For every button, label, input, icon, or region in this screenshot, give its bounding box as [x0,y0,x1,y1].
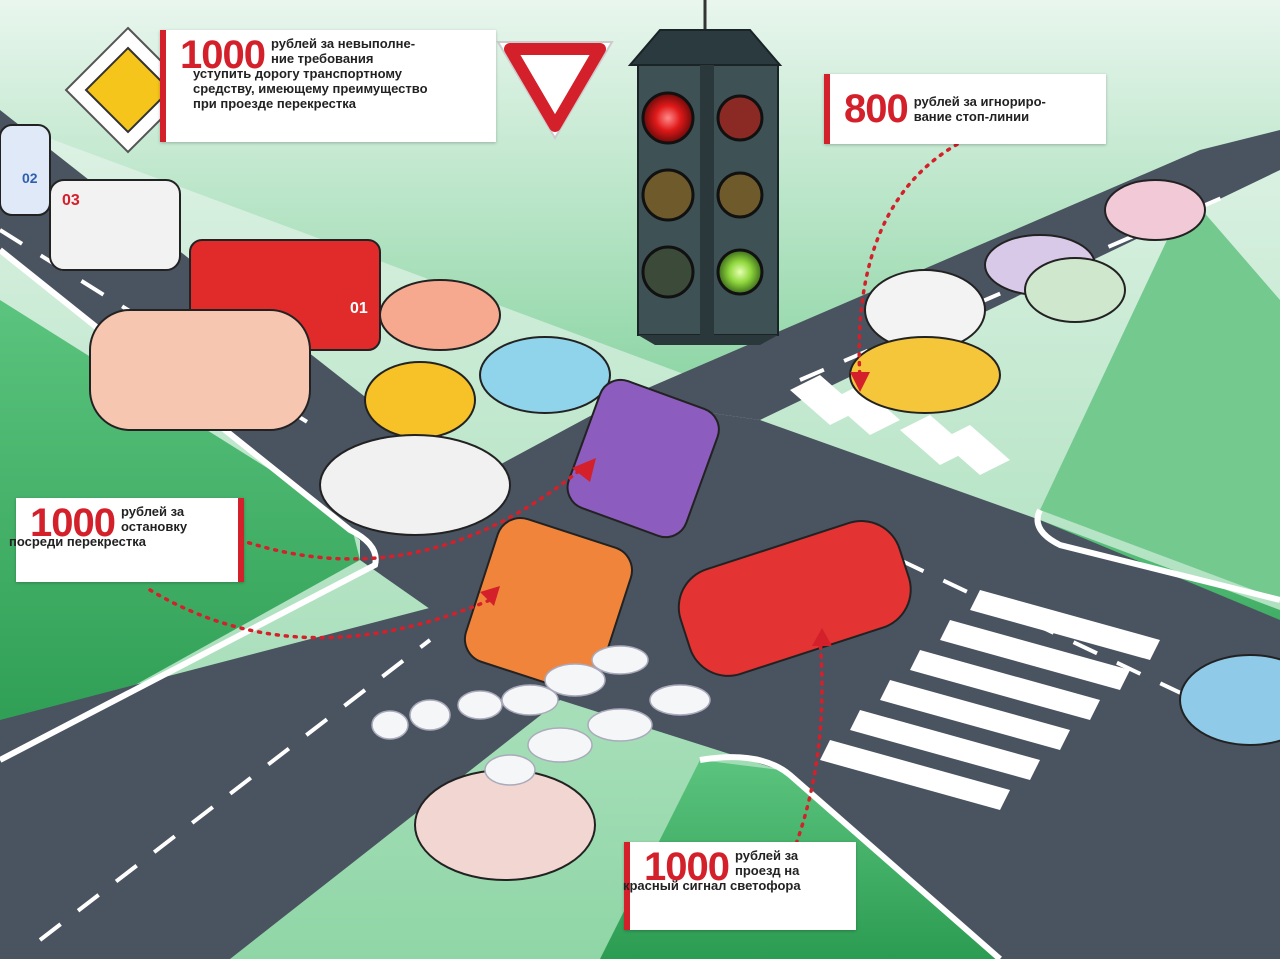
blue-car [479,336,611,414]
fine-amount: 800 [844,87,909,131]
police-number: 02 [22,170,38,186]
ambulance [49,179,181,271]
yield-sign-icon [496,41,614,140]
red-car [677,520,912,677]
purple-bus [566,378,720,539]
main-road-sign-icon [64,26,192,154]
fine-amount: 1000 [644,845,730,889]
police-car [0,124,51,216]
fine-amount: 1000 [30,501,116,545]
limousine [89,309,311,431]
orange-bus [463,517,633,693]
pink-car [414,769,596,881]
fire-number: 01 [350,300,368,317]
callout-yield: 1000 рублей за невыполне- ние требования… [160,30,496,142]
callout-stop-mid: 1000 рублей за остановку посреди перекре… [8,498,244,582]
yellow-taxi [849,336,1001,414]
fine-description: рублей за игнориро- вание стоп-линии [913,94,1046,124]
callout-stop-line: 800 рублей за игнориро- вание стоп-линии [824,74,1106,144]
fine-amount: 1000 [180,33,266,77]
yellow-car [364,361,476,439]
vehicles [0,124,1280,881]
callout-red-light: 1000 рублей за проезд на красный сигнал … [622,842,856,930]
traffic-light-icon [627,0,783,345]
fine-description: рублей за невыполне- ние требования усту… [192,36,428,111]
fine-description: рублей за проезд на красный сигнал свето… [622,848,801,893]
ambulance-number: 03 [62,192,80,209]
white-car [319,434,511,536]
fine-description: рублей за остановку посреди перекрестка [8,504,188,549]
